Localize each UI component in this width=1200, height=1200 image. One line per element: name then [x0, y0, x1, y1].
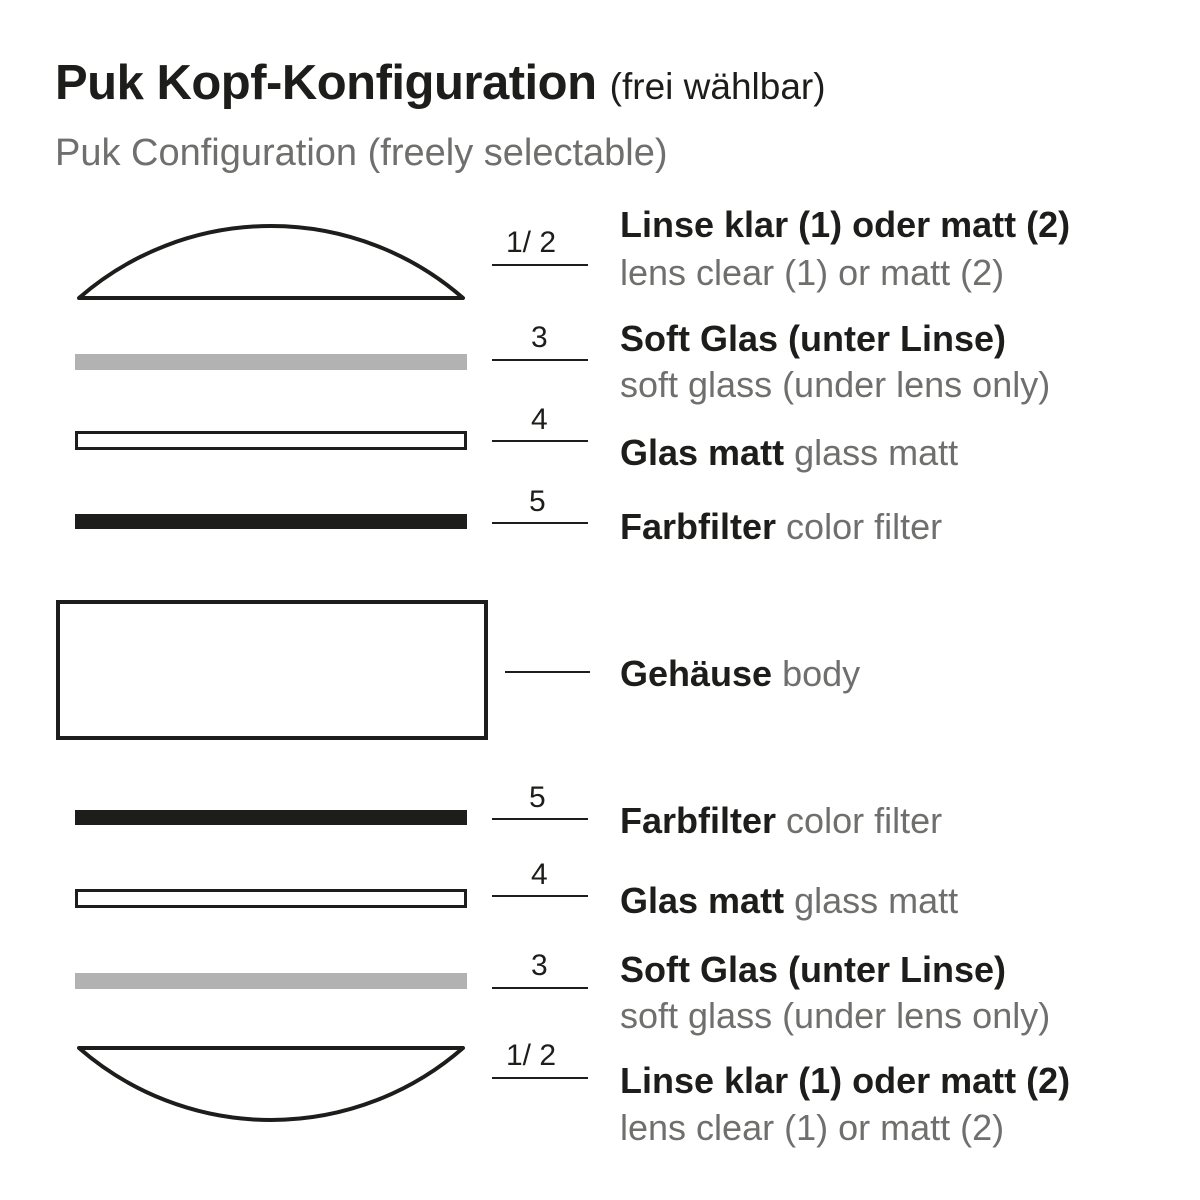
- label-german: Farbfilter: [620, 800, 777, 841]
- label-german: Gehäuse: [620, 653, 773, 694]
- leader-line: [505, 671, 590, 673]
- label-lens-top-de: Linse klar (1) oder matt (2): [620, 201, 1070, 248]
- color-filter-bottom-bar: [75, 810, 467, 825]
- part-number: 4: [531, 403, 548, 436]
- label-english: glass matt: [794, 880, 959, 921]
- soft-glass-top-bar: [75, 354, 467, 370]
- label-color-filter-bottom: Farbfilter color filter: [620, 797, 942, 844]
- soft-glass-bottom-bar: [75, 973, 467, 989]
- part-number: 3: [531, 321, 548, 354]
- lens-dome-top-shape: [75, 218, 467, 302]
- part-number: 4: [531, 858, 548, 891]
- leader-line: [492, 522, 588, 524]
- label-soft-glass-bottom-de: Soft Glas (unter Linse): [620, 946, 1006, 993]
- leader-line: [492, 264, 588, 266]
- label-color-filter-top: Farbfilter color filter: [620, 503, 942, 550]
- part-number: 3: [531, 949, 548, 982]
- label-lens-top-en: lens clear (1) or matt (2): [620, 249, 1004, 296]
- page-subtitle: Puk Configuration (freely selectable): [55, 132, 668, 174]
- label-english: glass matt: [794, 432, 959, 473]
- lens-dome-top-icon: [77, 224, 465, 300]
- label-german: Glas matt: [620, 880, 785, 921]
- leader-line: [492, 987, 588, 989]
- label-english: soft glass (under lens only): [620, 364, 1051, 405]
- label-soft-glass-top-en: soft glass (under lens only): [620, 361, 1050, 408]
- label-german: Soft Glas (unter Linse): [620, 949, 1007, 990]
- color-filter-top-bar: [75, 514, 467, 529]
- label-english: soft glass (under lens only): [620, 995, 1051, 1036]
- title-note: (frei wählbar): [609, 66, 826, 107]
- label-english: lens clear (1) or matt (2): [620, 1107, 1005, 1148]
- leader-line: [492, 818, 588, 820]
- leader-line: [492, 359, 588, 361]
- label-german: Farbfilter: [620, 506, 777, 547]
- label-lens-bottom-en: lens clear (1) or matt (2): [620, 1104, 1004, 1151]
- label-body: Gehäuse body: [620, 650, 860, 697]
- label-glass-matt-top: Glas matt glass matt: [620, 429, 958, 476]
- part-number: 5: [529, 485, 546, 518]
- leader-line: [492, 440, 588, 442]
- part-number: 5: [529, 781, 546, 814]
- leader-line: [492, 895, 588, 897]
- label-english: color filter: [786, 506, 943, 547]
- label-soft-glass-top-de: Soft Glas (unter Linse): [620, 315, 1006, 362]
- label-german: Linse klar (1) oder matt (2): [620, 1060, 1071, 1101]
- part-number: 1/ 2: [506, 1039, 557, 1072]
- label-english: lens clear (1) or matt (2): [620, 252, 1005, 293]
- lens-dome-bottom-shape: [75, 1042, 467, 1130]
- label-english: color filter: [786, 800, 943, 841]
- glass-matt-bottom-bar: [75, 889, 467, 908]
- label-english: body: [782, 653, 861, 694]
- body-rectangle: [56, 600, 488, 740]
- page-title: Puk Kopf-Konfiguration (frei wählbar): [55, 55, 826, 111]
- label-german: Linse klar (1) oder matt (2): [620, 204, 1071, 245]
- leader-line: [492, 1077, 588, 1079]
- label-soft-glass-bottom-en: soft glass (under lens only): [620, 992, 1050, 1039]
- title-german: Puk Kopf-Konfiguration: [55, 56, 597, 110]
- label-glass-matt-bottom: Glas matt glass matt: [620, 877, 958, 924]
- label-lens-bottom-de: Linse klar (1) oder matt (2): [620, 1057, 1070, 1104]
- part-number: 1/ 2: [506, 226, 557, 259]
- glass-matt-top-bar: [75, 431, 467, 450]
- label-german: Glas matt: [620, 432, 785, 473]
- label-german: Soft Glas (unter Linse): [620, 318, 1007, 359]
- lens-dome-bottom-icon: [77, 1046, 465, 1122]
